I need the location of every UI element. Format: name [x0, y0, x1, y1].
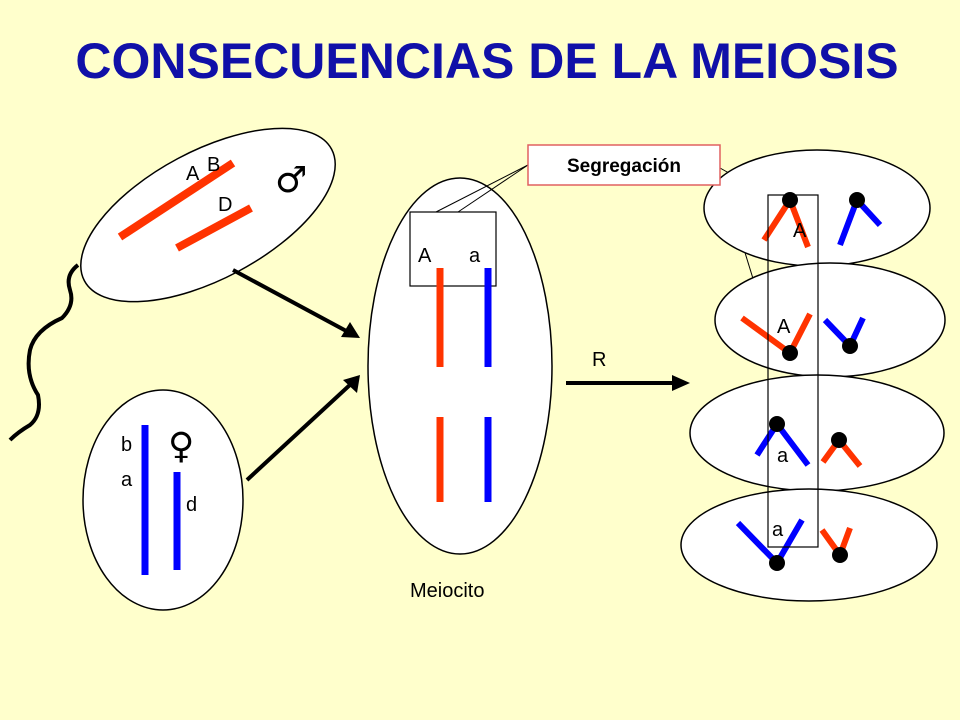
arrow-egg-to-meiocito [245, 381, 354, 482]
product-gene-label: a [772, 519, 784, 541]
centromere [769, 555, 785, 571]
callout-box [527, 144, 721, 186]
meiocito-outline [367, 177, 553, 555]
egg-cell: b a d ♀ [82, 389, 244, 611]
arrowhead [341, 322, 360, 338]
male-gene-label: A [186, 163, 200, 185]
meiocito-cell: A a [367, 177, 553, 555]
male-gene-label: D [218, 194, 232, 216]
male-chromosome-short [175, 204, 253, 252]
product-cell-outline [689, 374, 945, 492]
sperm-head [80, 127, 336, 303]
product-gene-label: A [777, 316, 791, 338]
arrow-sperm-to-meiocito [232, 268, 351, 335]
product-cell: A [703, 149, 931, 267]
male-chromosome-long [117, 159, 236, 241]
centromere [782, 345, 798, 361]
egg-outline [82, 389, 244, 611]
meiocito-gene-label: A [418, 245, 432, 267]
callout-connector [457, 164, 529, 213]
product-gene-label: a [777, 445, 789, 467]
product-cell: a [689, 374, 945, 492]
female-gene-label: a [121, 469, 133, 491]
meiocito-gene-label: a [469, 245, 481, 267]
gene-highlight-box [409, 211, 497, 287]
centromere [849, 192, 865, 208]
product-cell-outline [703, 149, 931, 267]
centromere [782, 192, 798, 208]
arrowhead [343, 375, 360, 393]
centromere [832, 547, 848, 563]
page-title: CONSECUENCIAS DE LA MEIOSIS [75, 33, 898, 89]
female-gene-label: d [186, 494, 197, 516]
product-cell-outline [680, 488, 938, 602]
arrow-label: R [592, 349, 606, 371]
centromere [842, 338, 858, 354]
segregation-callout: Segregación [527, 144, 721, 186]
product-gene-label: A [793, 220, 807, 242]
male-symbol-icon: ♂ [275, 160, 307, 201]
arrowhead [672, 375, 690, 391]
segregation-highlight-box [767, 194, 819, 548]
product-cell: a [680, 488, 938, 602]
female-gene-label: b [121, 434, 132, 456]
meiocito-label: Meiocito [410, 580, 484, 602]
callout-connector [435, 164, 529, 213]
callout-label: Segregación [567, 156, 681, 177]
female-symbol-icon: ♀ [168, 426, 194, 467]
centromere [769, 416, 785, 432]
product-cell: A [714, 262, 946, 378]
sperm-tail [8, 263, 80, 442]
centromere [831, 432, 847, 448]
male-gene-label: B [207, 154, 220, 176]
sperm-cell: A B D ♂ [8, 127, 336, 442]
